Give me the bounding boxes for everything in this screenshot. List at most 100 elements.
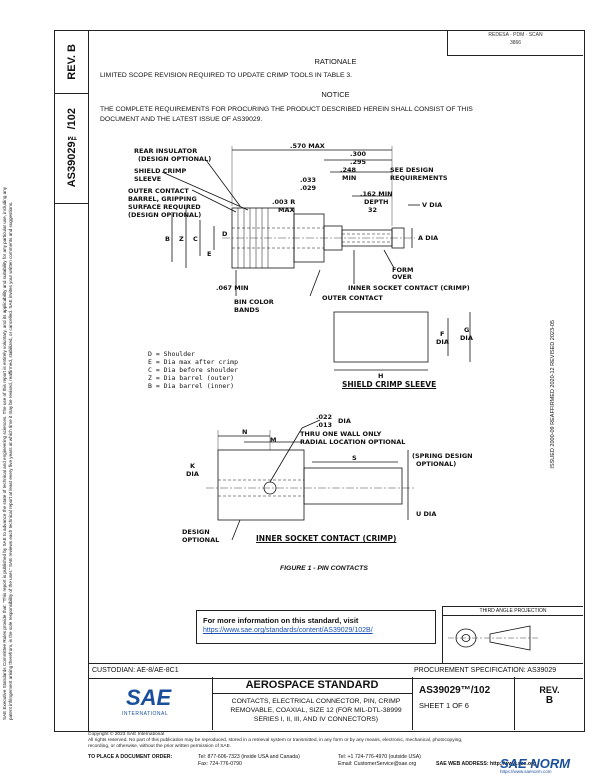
see-design-label: SEE DESIGN: [390, 166, 434, 174]
legend-e: E = Dia max after crimp: [148, 358, 239, 366]
bands-label: BANDS: [234, 306, 260, 314]
u-dia-label: U DIA: [416, 510, 437, 518]
desc-line-3: SERIES I, II, III, AND IV CONNECTORS): [253, 716, 379, 723]
info-head: For more information on this standard, v…: [203, 616, 359, 625]
stamp-line1: REDESA · PDM · SCAN: [488, 32, 543, 38]
revision-history: ISSUED 2000-09 REAFFIRMED 2020-12 REVISE…: [550, 320, 564, 650]
outer-contact-label: OUTER CONTACT: [322, 294, 383, 302]
desc-line-1: CONTACTS, ELECTRICAL CONNECTOR, PIN, CRI…: [231, 698, 401, 705]
dim-z: Z: [179, 235, 184, 243]
projection-label: THIRD ANGLE PROJECTION: [443, 607, 583, 616]
sae-logo: SAE INTERNATIONAL: [88, 677, 213, 730]
spring-design-label: (SPRING DESIGN: [412, 452, 473, 460]
sae-logo-sub: INTERNATIONAL: [122, 711, 169, 717]
sheet-number: SHEET 1 OF 6: [419, 701, 469, 710]
main-frame: [88, 30, 585, 732]
fax: Fax: 724-776-0790: [198, 761, 242, 767]
dim-e: E: [207, 250, 212, 258]
revision-history-text: ISSUED 2000-09 REAFFIRMED 2020-12 REVISE…: [550, 320, 556, 469]
dim-depth: DEPTH: [364, 198, 389, 206]
dim-g-dia: DIA: [460, 334, 473, 342]
a-dia-label: A DIA: [418, 234, 439, 242]
title-doc-number: AS39029™/102: [419, 685, 491, 696]
copyright-line1: Copyright © 2023 SAE International: [88, 732, 165, 737]
design-optional-label: (DESIGN OPTIONAL): [128, 211, 202, 219]
dim-b: B: [165, 235, 170, 243]
rev-cell-title: REV. B: [514, 677, 584, 730]
dim-022-dia: DIA: [338, 417, 351, 425]
standard-link[interactable]: https://www.sae.org/standards/content/AS…: [203, 627, 373, 634]
form-label: FORM: [392, 266, 414, 274]
dim-003-max: MAX: [278, 206, 295, 214]
dim-003r: .003 R: [272, 198, 296, 206]
watermark-url: https://www.saenorm.com: [500, 769, 552, 774]
over-label: OVER: [392, 273, 412, 281]
notice-text-2: DOCUMENT AND THE LATEST ISSUE OF AS39029…: [100, 116, 263, 123]
title-block: SAE INTERNATIONAL AEROSPACE STANDARD CON…: [88, 677, 583, 730]
copyright-line2: All rights reserved. No part of this pub…: [88, 738, 463, 743]
dim-033: .033: [300, 176, 317, 184]
shield-crimp-label: SHIELD CRIMP: [134, 167, 187, 175]
spring-optional-label: OPTIONAL): [416, 460, 457, 468]
info-box: For more information on this standard, v…: [196, 610, 436, 644]
aerospace-standard-title: AEROSPACE STANDARD: [212, 677, 412, 694]
dim-570: .570 MAX: [290, 142, 325, 150]
dim-162: .162 MIN: [360, 190, 393, 198]
rationale-title: RATIONALE: [314, 57, 357, 66]
optional-label: OPTIONAL: [182, 536, 220, 544]
dim-248: .248: [340, 166, 357, 174]
dim-c: C: [193, 235, 198, 243]
legend-d: D = Shoulder: [148, 350, 195, 358]
dim-f: F: [440, 330, 445, 338]
inner-socket-title: INNER SOCKET CONTACT (CRIMP): [256, 534, 397, 543]
copyright: Copyright © 2023 SAE International All r…: [88, 732, 508, 750]
dim-32: 32: [368, 206, 378, 214]
outer-contact-barrel-label: OUTER CONTACT: [128, 187, 189, 195]
requirements-label: REQUIREMENTS: [390, 174, 448, 182]
rev-cell: REV. B: [55, 31, 89, 94]
figure-caption: FIGURE 1 - PIN CONTACTS: [280, 565, 368, 572]
thru-wall-label: THRU ONE WALL ONLY: [300, 430, 382, 438]
sae-logo-text: SAE: [126, 685, 172, 710]
dim-067: .067 MIN: [216, 284, 249, 292]
shield-crimp-sleeve-title: SHIELD CRIMP SLEEVE: [342, 380, 437, 389]
dim-300: .300: [350, 150, 367, 158]
dim-m: M: [270, 436, 277, 444]
web-address: SAE WEB ADDRESS: http://www.sae.org: [436, 761, 537, 767]
order-label: TO PLACE A DOCUMENT ORDER:: [88, 754, 173, 760]
surface-required-label: SURFACE REQUIRED: [128, 203, 201, 211]
custodian-row: CUSTODIAN: AE-8/AE-8C1 PROCUREMENT SPECI…: [88, 663, 583, 679]
dim-g: G: [464, 326, 470, 334]
radial-location-label: RADIAL LOCATION OPTIONAL: [300, 438, 406, 446]
procurement-spec: PROCUREMENT SPECIFICATION: AS39029: [414, 667, 557, 674]
dim-295: .295: [350, 158, 367, 166]
title-rev-value: B: [545, 695, 554, 706]
sleeve-label: SLEEVE: [134, 175, 162, 183]
dim-022: .022: [316, 413, 333, 421]
k-dia-label: DIA: [186, 470, 199, 478]
inner-socket-body: [217, 449, 305, 521]
legend-b: B = Dia barrel (inner): [148, 382, 235, 390]
projection-box: THIRD ANGLE PROJECTION: [442, 606, 583, 663]
watermark-logo: SAE NORM: [500, 756, 571, 771]
legend-z: Z = Dia barrel (outer): [148, 374, 235, 382]
title-rev-label: REV.: [539, 685, 560, 695]
notice-text-1: THE COMPLETE REQUIREMENTS FOR PROCURING …: [100, 106, 473, 113]
inner-socket-crimp-label: INNER SOCKET CONTACT (CRIMP): [348, 284, 470, 292]
dim-h: H: [378, 372, 384, 380]
tel-outside: Tel: +1 724-776-4970 (outside USA): [338, 754, 421, 760]
v-dia-label: V DIA: [422, 201, 443, 209]
doc-number-cell: AS39029™/102 SHEET 1 OF 6: [412, 677, 515, 730]
stamp-line2: 3866: [509, 40, 522, 46]
k-label: K: [190, 462, 196, 470]
dim-029: .029: [300, 184, 317, 192]
left-title-bar: REV. B AS39029™/102: [54, 30, 89, 732]
copyright-line3: recording, or otherwise, without the pri…: [88, 744, 232, 749]
standard-title-cell: AEROSPACE STANDARD CONTACTS, ELECTRICAL …: [212, 677, 513, 730]
doc-number-cell: AS39029™/102: [55, 93, 89, 204]
desc-line-2: REMOVABLE, COAXIAL, SIZE 12 (FOR MIL-DTL…: [230, 707, 402, 714]
rear-insulator-optional: (DESIGN OPTIONAL): [138, 155, 212, 163]
email: Email: CustomerService@sae.org: [338, 761, 417, 767]
